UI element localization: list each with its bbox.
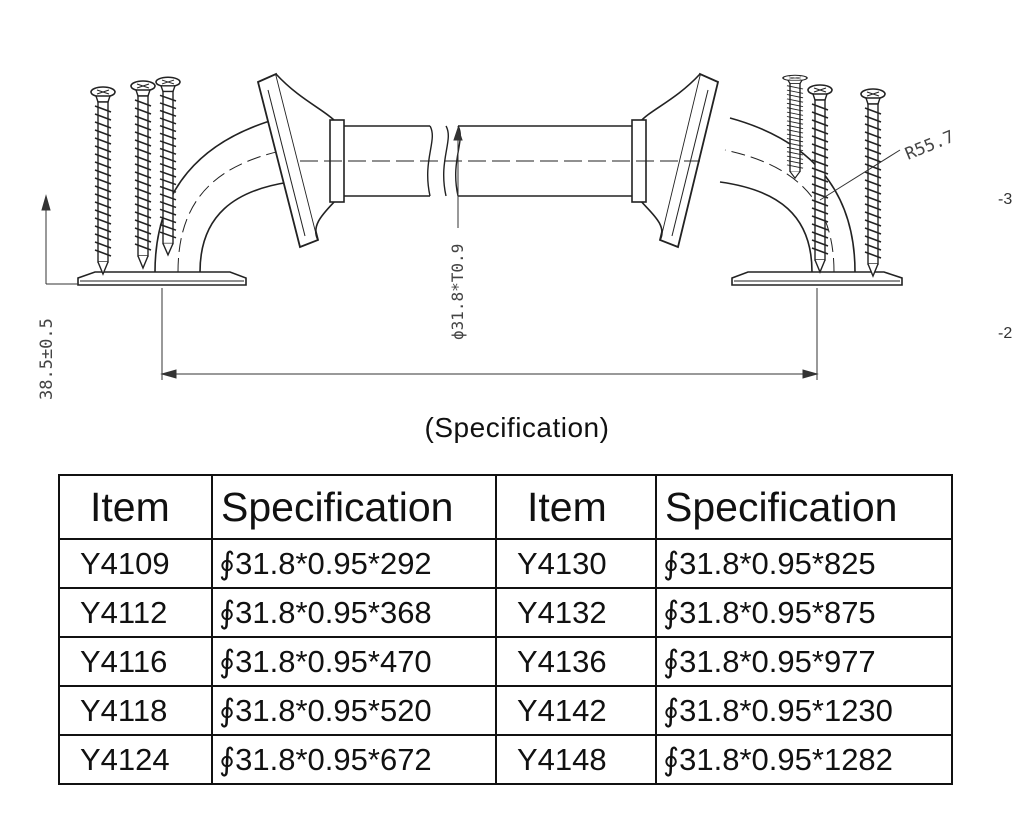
item-code: Y4109 xyxy=(58,538,213,589)
height-dimension-line xyxy=(41,194,78,285)
item-code: Y4132 xyxy=(495,587,657,638)
item-code: Y4136 xyxy=(495,636,657,687)
left-elbow-tube xyxy=(154,117,291,273)
table-header-row: Item Specification Item Specification xyxy=(58,474,953,540)
diameter-dimension-line xyxy=(453,126,463,228)
radius-label: R55.7 xyxy=(902,127,957,165)
spec-value: ∮31.8*0.95*470 xyxy=(211,636,497,687)
radius-leader-line xyxy=(819,149,901,201)
header-spec-right: Specification xyxy=(655,474,953,540)
spec-value: ∮31.8*0.95*292 xyxy=(211,538,497,589)
header-item-left: Item xyxy=(58,474,213,540)
left-screws xyxy=(90,76,181,275)
item-code: Y4112 xyxy=(58,587,213,638)
spec-value: ∮31.8*0.95*1230 xyxy=(655,685,953,736)
diameter-label: ϕ31.8*T0.9 xyxy=(448,244,467,340)
table-row: Y4109 ∮31.8*0.95*292 Y4130 ∮31.8*0.95*82… xyxy=(58,538,953,589)
spec-value: ∮31.8*0.95*368 xyxy=(211,587,497,638)
item-code: Y4118 xyxy=(58,685,213,736)
table-row: Y4116 ∮31.8*0.95*470 Y4136 ∮31.8*0.95*97… xyxy=(58,636,953,687)
spec-value: ∮31.8*0.95*520 xyxy=(211,685,497,736)
spec-value: ∮31.8*0.95*672 xyxy=(211,734,497,785)
right-base-plate xyxy=(731,271,903,286)
spec-value: ∮31.8*0.95*977 xyxy=(655,636,953,687)
table-row: Y4118 ∮31.8*0.95*520 Y4142 ∮31.8*0.95*12… xyxy=(58,685,953,736)
table-row: Y4124 ∮31.8*0.95*672 Y4148 ∮31.8*0.95*12… xyxy=(58,734,953,785)
grab-bar-technical-drawing: R55.7 ϕ31.8*T0.9 38.5±0.5 -3 -2 xyxy=(37,72,1012,400)
item-code: Y4148 xyxy=(495,734,657,785)
side-mark-top: -3 xyxy=(998,191,1012,208)
header-spec-left: Specification xyxy=(211,474,497,540)
length-dimension-line xyxy=(160,288,819,380)
spec-value: ∮31.8*0.95*1282 xyxy=(655,734,953,785)
straight-grab-bar xyxy=(300,125,700,197)
right-elbow-tube xyxy=(719,117,856,273)
item-code: Y4130 xyxy=(495,538,657,589)
item-code: Y4116 xyxy=(58,636,213,687)
item-code: Y4142 xyxy=(495,685,657,736)
header-item-right: Item xyxy=(495,474,657,540)
specification-table: Item Specification Item Specification Y4… xyxy=(58,474,953,785)
table-row: Y4112 ∮31.8*0.95*368 Y4132 ∮31.8*0.95*87… xyxy=(58,587,953,638)
height-label: 38.5±0.5 xyxy=(37,318,57,400)
specification-caption: (Specification) xyxy=(424,412,610,443)
side-mark-bottom: -2 xyxy=(998,325,1012,342)
spec-value: ∮31.8*0.95*825 xyxy=(655,538,953,589)
item-code: Y4124 xyxy=(58,734,213,785)
left-base-plate xyxy=(77,271,247,286)
right-screws xyxy=(782,74,886,277)
spec-value: ∮31.8*0.95*875 xyxy=(655,587,953,638)
